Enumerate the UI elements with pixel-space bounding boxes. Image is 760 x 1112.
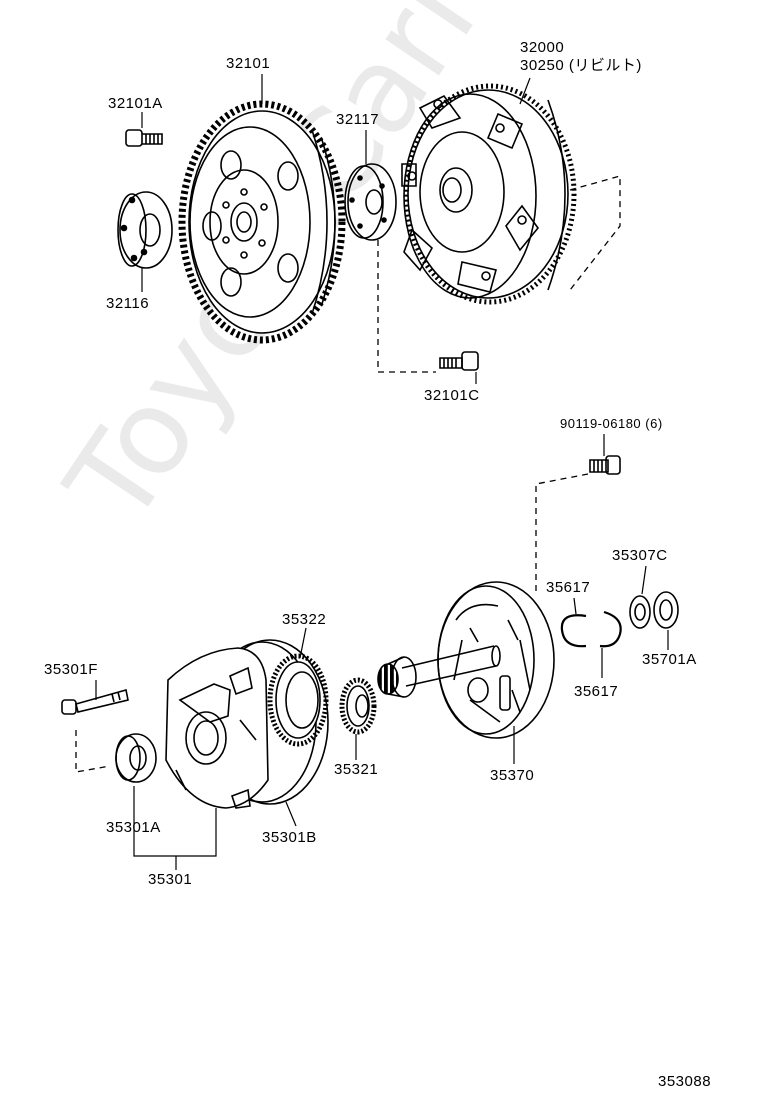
stator-shaft-35370 xyxy=(377,581,555,739)
label-35321: 35321 xyxy=(334,761,379,778)
drive-gear-35321 xyxy=(339,677,377,735)
torque-converter xyxy=(401,83,577,305)
label-32116: 32116 xyxy=(106,295,150,312)
label-35701a: 35701A xyxy=(642,651,697,668)
label-35617-a: 35617 xyxy=(546,579,591,596)
leader-converter xyxy=(569,175,621,291)
label-32101c: 32101C xyxy=(424,387,480,404)
label-30250: 30250 (リビルト) xyxy=(520,57,642,74)
leader-32101c xyxy=(377,240,436,373)
bolt-32101a xyxy=(125,129,163,147)
plate-32117 xyxy=(344,163,397,241)
oil-seal-35301a xyxy=(115,733,157,783)
label-35301b: 35301B xyxy=(262,829,317,846)
label-35322: 35322 xyxy=(282,611,327,628)
bearing-35701a xyxy=(653,591,679,629)
bolt-90119 xyxy=(589,455,621,475)
label-32000: 32000 xyxy=(520,39,565,56)
label-35301: 35301 xyxy=(148,871,193,888)
snap-ring-35617-a xyxy=(560,614,587,648)
label-35370: 35370 xyxy=(490,767,535,784)
label-35307c: 35307C xyxy=(612,547,668,564)
driven-gear-35322 xyxy=(267,653,329,747)
label-90119: 90119-06180 (6) xyxy=(560,416,663,431)
spacer-32116 xyxy=(117,191,173,269)
leader-35301f xyxy=(75,730,111,773)
label-35301a: 35301A xyxy=(106,819,161,836)
bolt-35301f xyxy=(61,688,129,715)
label-32117: 32117 xyxy=(336,111,380,128)
callout-leaders xyxy=(95,74,669,870)
label-35301f: 35301F xyxy=(44,661,98,678)
label-32101a: 32101A xyxy=(108,95,163,112)
diagram-code: 353088 xyxy=(658,1073,712,1090)
label-32101: 32101 xyxy=(226,55,271,72)
seal-35307c xyxy=(629,595,651,629)
snap-ring-35617-b xyxy=(599,610,622,648)
label-35617-b: 35617 xyxy=(574,683,619,700)
pump-cover-35301 xyxy=(165,647,269,809)
bolt-32101c xyxy=(439,351,479,371)
leader-90119 xyxy=(535,473,589,594)
drive-plate-ring-gear xyxy=(178,100,346,344)
